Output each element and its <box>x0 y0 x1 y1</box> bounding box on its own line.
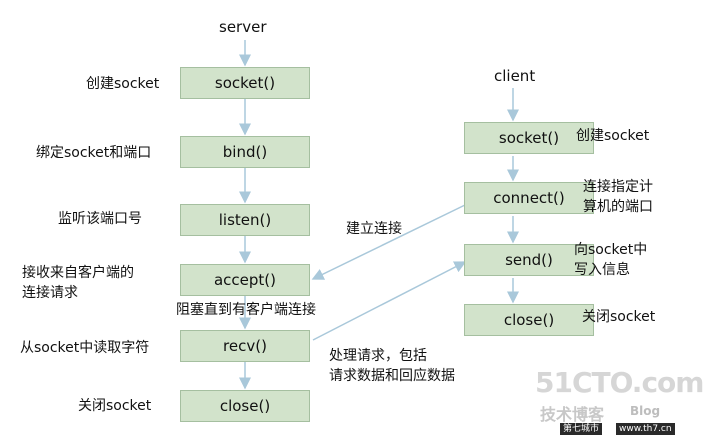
arrow-connect-accept <box>311 204 466 280</box>
client-connect-box: connect() <box>464 182 594 214</box>
client-send-label: 向socket中 写入信息 <box>574 242 648 278</box>
server-listen-label: 监听该端口号 <box>58 211 142 227</box>
server-accept-label: 接收来自客户端的 连接请求 <box>22 265 134 301</box>
client-socket-label: 创建socket <box>576 128 650 144</box>
connector-arrows <box>239 40 519 390</box>
note-block: 阻塞直到有客户端连接 <box>176 302 316 318</box>
client-close-label: 关闭socket <box>582 309 656 325</box>
server-recv-label: 从socket中读取字符 <box>20 340 150 356</box>
server-listen-box: listen() <box>180 204 310 236</box>
client-close-box: close() <box>464 304 594 336</box>
server-accept-box: accept() <box>180 264 310 296</box>
client-socket-box: socket() <box>464 122 594 154</box>
watermark-bar-left: 第七城市 <box>560 423 603 435</box>
watermark-site: 51CTO.com <box>535 366 703 399</box>
server-socket-label: 创建socket <box>86 76 160 92</box>
server-close-label: 关闭socket <box>78 398 152 414</box>
watermark-bar-right: www.th7.cn <box>616 423 675 435</box>
server-bind-box: bind() <box>180 136 310 168</box>
note-establish: 建立连接 <box>346 221 402 237</box>
client-title: client <box>494 67 536 85</box>
server-recv-box: recv() <box>180 330 310 362</box>
arrow-recv-send <box>312 261 467 341</box>
watermark-tagline: 技术博客 <box>540 405 605 424</box>
server-socket-box: socket() <box>180 67 310 99</box>
watermark-blog: Blog <box>630 404 661 418</box>
client-connect-label: 连接指定计 算机的端口 <box>583 179 653 215</box>
server-title: server <box>219 18 267 36</box>
server-close-box: close() <box>180 390 310 422</box>
client-send-box: send() <box>464 244 594 276</box>
server-bind-label: 绑定socket和端口 <box>36 145 152 161</box>
note-process: 处理请求，包括 请求数据和回应数据 <box>329 348 455 384</box>
